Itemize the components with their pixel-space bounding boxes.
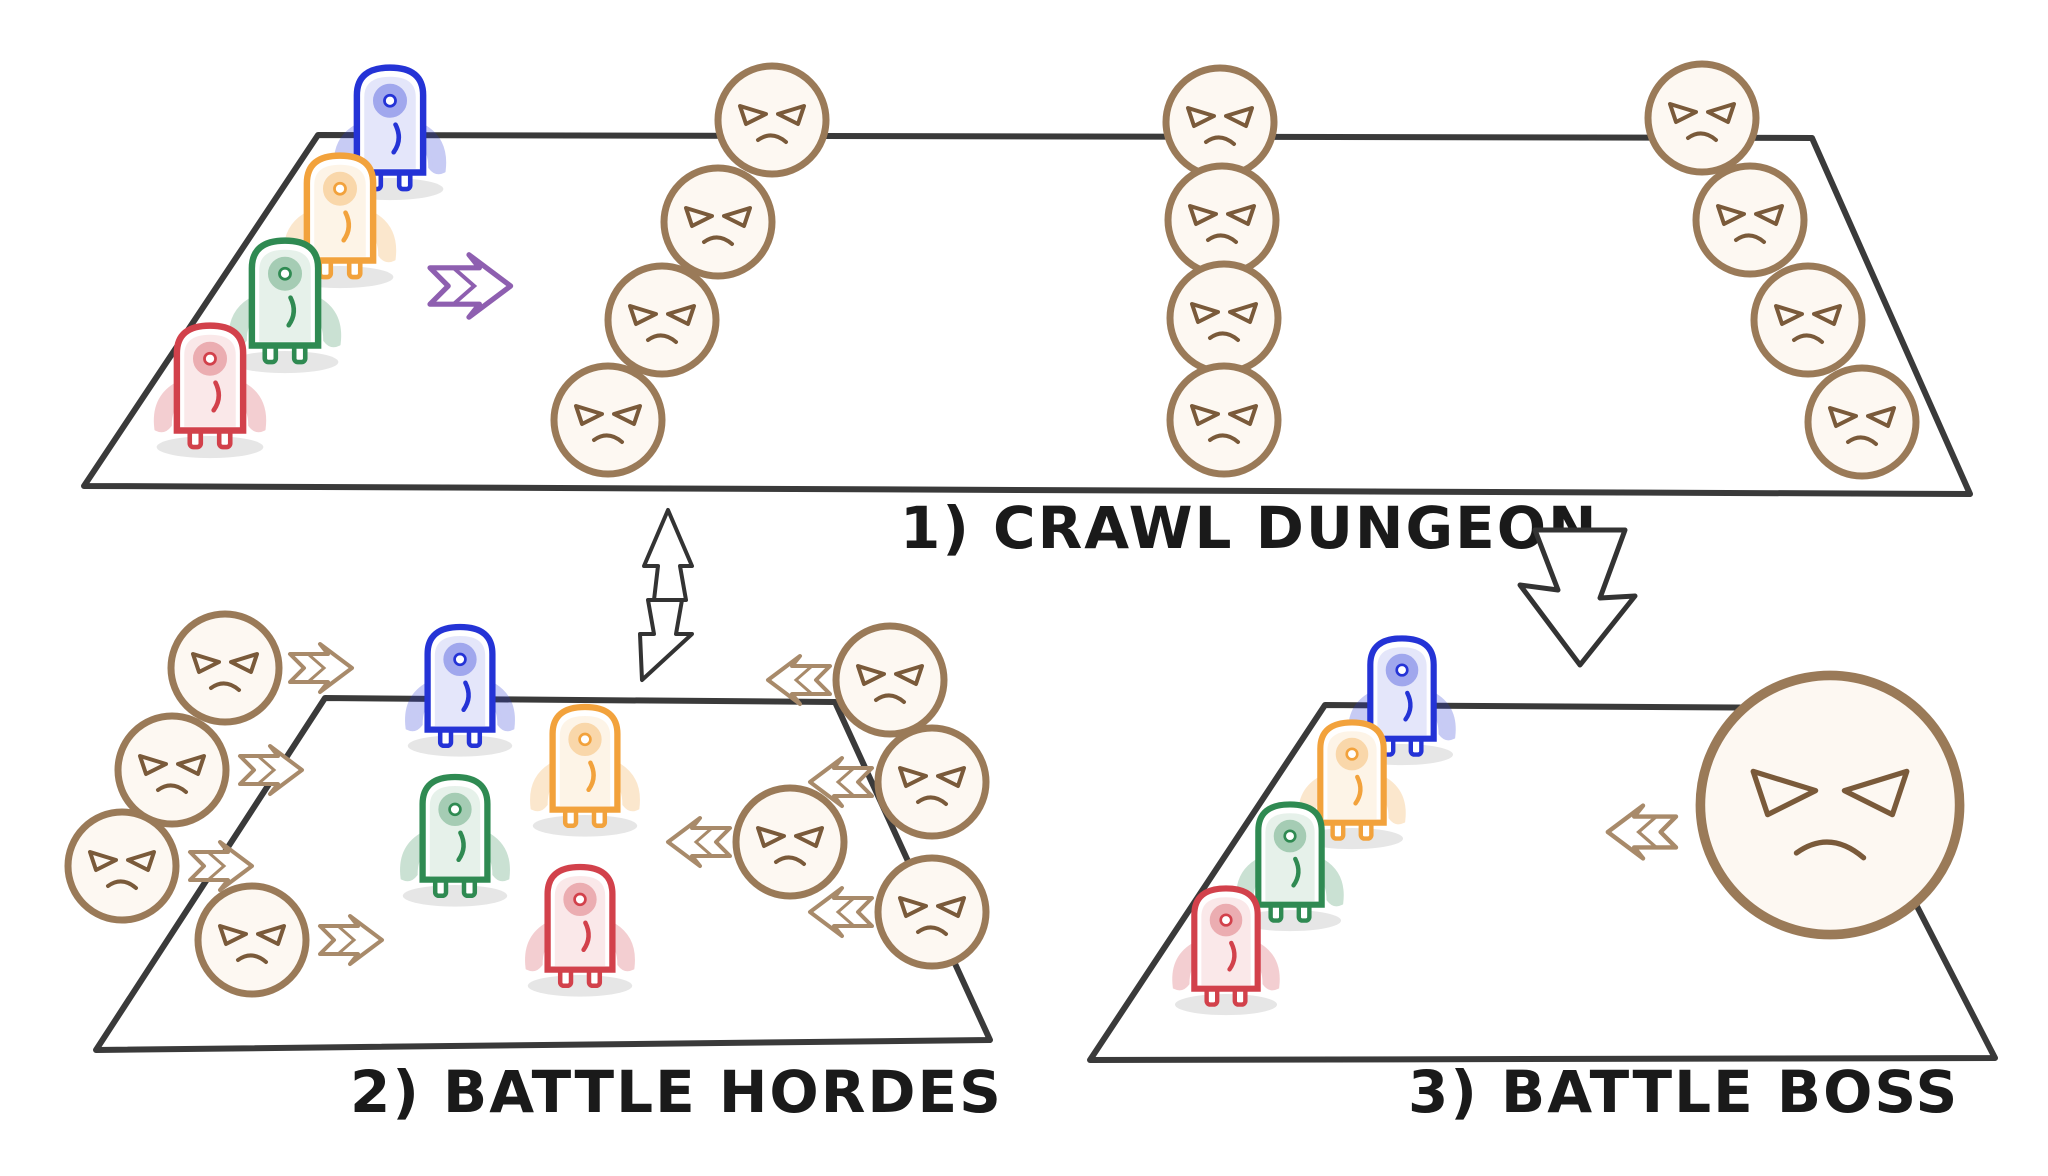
battle-hordes-caption: 2) BATTLE HORDES xyxy=(350,1058,1003,1126)
crawl-dungeon-caption: 1) CRAWL DUNGEON xyxy=(900,494,1599,562)
angry-face-icon xyxy=(836,626,944,734)
angry-face-icon xyxy=(68,812,176,920)
angry-face-icon xyxy=(878,728,986,836)
angry-face-icon xyxy=(718,66,826,174)
crawl-dungeon-scene: 1) CRAWL DUNGEON xyxy=(81,64,1973,562)
angry-face-icon xyxy=(171,614,279,722)
angry-face-icon xyxy=(554,366,662,474)
transition-down-arrow-icon xyxy=(1517,527,1638,668)
transition-updown-arrow-icon xyxy=(638,508,694,682)
angry-face-icon xyxy=(1168,166,1276,274)
boss-icon xyxy=(1695,670,1965,940)
angry-face-icon xyxy=(878,858,986,966)
angry-face-icon xyxy=(118,716,226,824)
angry-face-icon xyxy=(198,886,306,994)
enemy-attack-arrow-icon xyxy=(766,654,832,706)
angry-face-icon xyxy=(1648,64,1756,172)
battle-boss-caption: 3) BATTLE BOSS xyxy=(1408,1058,1959,1126)
angry-face-icon xyxy=(1754,266,1862,374)
enemy-attack-arrow-icon xyxy=(288,642,354,694)
angry-face-icon xyxy=(664,168,772,276)
angry-face-icon xyxy=(736,788,844,896)
angry-face-icon xyxy=(1808,368,1916,476)
angry-face-icon xyxy=(1170,366,1278,474)
angry-face-icon xyxy=(608,266,716,374)
angry-face-icon xyxy=(1170,264,1278,372)
battle-boss-scene: 3) BATTLE BOSS xyxy=(1087,638,1998,1126)
angry-face-icon xyxy=(1696,166,1804,274)
angry-face-icon xyxy=(1166,68,1274,176)
battle-hordes-scene: 2) BATTLE HORDES xyxy=(68,614,1003,1126)
hordes-floor xyxy=(93,695,993,1053)
